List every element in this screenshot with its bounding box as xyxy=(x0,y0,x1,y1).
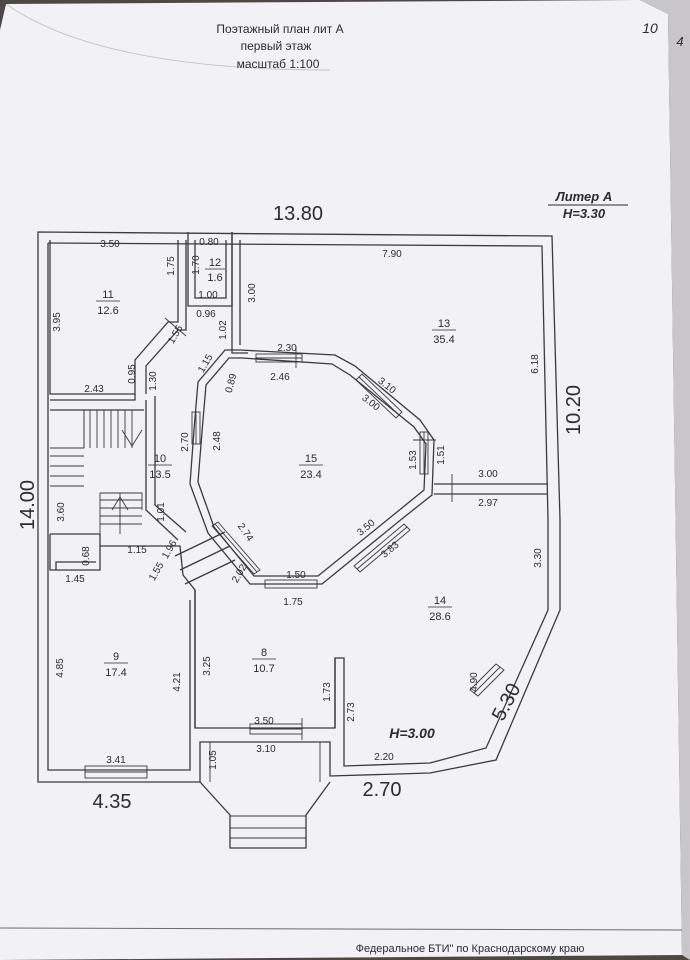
dim-label: 3.50 xyxy=(254,716,274,727)
dim-label: 1.02 xyxy=(218,320,229,340)
dim-label: 2.48 xyxy=(212,431,223,451)
dim-label: 3.60 xyxy=(56,502,67,522)
dim-left: 14.00 xyxy=(17,480,39,530)
dim-label: 1.70 xyxy=(191,255,202,275)
room-8-area: 10.7 xyxy=(253,663,274,675)
room-8-number: 8 xyxy=(261,647,267,659)
dim-label: 4.85 xyxy=(55,658,66,678)
dim-label: 6.18 xyxy=(530,354,541,374)
dim-label: 0.96 xyxy=(196,309,216,320)
walls xyxy=(37,231,561,849)
dim-label: 3.95 xyxy=(52,312,63,332)
dim-label: 1.15 xyxy=(127,545,147,556)
room-10-area: 13.5 xyxy=(149,469,170,481)
dim-label: 0.68 xyxy=(81,546,92,566)
dim-label: 3.25 xyxy=(202,656,213,676)
room-12-number: 12 xyxy=(209,257,221,269)
dim-label: 1.00 xyxy=(198,290,218,301)
dim-top: 13.80 xyxy=(273,203,323,225)
room-14-number: 14 xyxy=(434,595,446,607)
dim-label: 4.21 xyxy=(172,672,183,692)
dim-label: 1.75 xyxy=(283,597,303,608)
dim-label: 3.00 xyxy=(478,469,498,480)
room-14-area: 28.6 xyxy=(429,611,450,623)
dim-label: 2.20 xyxy=(374,752,394,763)
floor-label: первый этаж xyxy=(241,39,312,53)
dim-bottom-left: 4.35 xyxy=(93,791,132,813)
dim-right: 10.20 xyxy=(563,385,585,435)
dim-label: 3.30 xyxy=(533,548,544,568)
dim-label: 1.73 xyxy=(322,682,333,702)
dim-label: 3.41 xyxy=(106,755,126,766)
dim-label: 7.90 xyxy=(382,249,402,260)
room-10-number: 10 xyxy=(154,453,166,465)
liter-label: Литер А xyxy=(555,189,612,204)
room-9-number: 9 xyxy=(113,651,119,663)
room-11-area: 12.6 xyxy=(97,305,118,317)
room-15-number: 15 xyxy=(305,453,317,465)
dim-label: 2.30 xyxy=(277,343,297,354)
dim-label: 1.45 xyxy=(65,574,85,585)
dim-label: 1.01 xyxy=(156,502,167,522)
dim-label: 4.90 xyxy=(469,672,480,692)
dim-label: 2.97 xyxy=(478,498,498,509)
dim-label: 1.05 xyxy=(208,750,219,770)
dim-label: 1.75 xyxy=(166,256,177,276)
footer-text: Федеральное БТИ" по Краснодарскому краю xyxy=(356,943,585,955)
page-number: 10 xyxy=(642,20,658,36)
room-9-area: 17.4 xyxy=(105,667,126,679)
dim-label: 1.51 xyxy=(436,445,447,465)
dim-label: 0.80 xyxy=(199,237,219,248)
dim-label: 0.95 xyxy=(127,364,138,384)
height-label: H=3.30 xyxy=(563,206,606,221)
room-13-area: 35.4 xyxy=(433,334,454,346)
scale-label: масштаб 1:100 xyxy=(237,57,320,71)
windows xyxy=(84,317,505,779)
room-11-number: 11 xyxy=(102,289,113,301)
dim-label: 2.46 xyxy=(270,372,290,383)
room-13-number: 13 xyxy=(438,318,450,330)
porch-height: H=3.00 xyxy=(389,725,435,741)
room-12-area: 1.6 xyxy=(207,272,222,284)
edge-mark: 4 xyxy=(676,34,683,49)
dim-label: 2.70 xyxy=(180,432,191,452)
dim-label: 1.50 xyxy=(286,570,306,581)
dim-bottom-mid: 2.70 xyxy=(363,779,402,801)
dim-label: 1.30 xyxy=(148,371,159,391)
dim-label: 1.53 xyxy=(408,450,419,470)
dim-label: 3.10 xyxy=(256,744,276,755)
dim-label: 2.43 xyxy=(84,384,104,395)
room-15-area: 23.4 xyxy=(300,469,321,481)
dim-label: 3.50 xyxy=(100,239,120,250)
dim-label: 0.89 xyxy=(224,372,240,394)
dim-label: 2.73 xyxy=(346,702,357,722)
plan-title: Поэтажный план лит А xyxy=(216,22,343,36)
dim-label: 3.00 xyxy=(247,283,258,303)
